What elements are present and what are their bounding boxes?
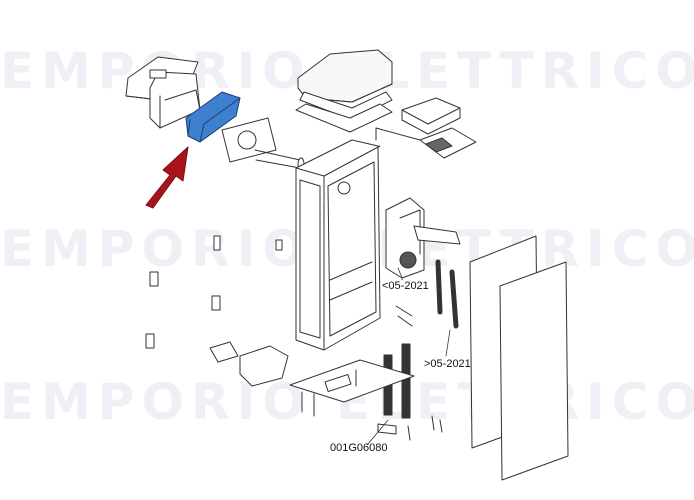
top-cover-part bbox=[295, 49, 393, 133]
end-cap-part bbox=[125, 56, 201, 129]
side-panel-part bbox=[469, 235, 569, 481]
gear-motor-part bbox=[385, 197, 461, 279]
arm-rod-part bbox=[395, 259, 459, 329]
mounting-plate-part bbox=[221, 117, 305, 171]
callout-leaders bbox=[367, 267, 451, 445]
spring-part bbox=[377, 343, 411, 435]
control-board-part bbox=[375, 97, 477, 159]
cabinet-body-part bbox=[295, 139, 381, 351]
callout-before-date: <05-2021 bbox=[382, 280, 429, 292]
base-plate-part bbox=[289, 359, 415, 417]
pointer-arrow-icon bbox=[145, 146, 189, 209]
callout-after-date: >05-2021 bbox=[424, 358, 471, 370]
small-hardware-parts bbox=[145, 235, 443, 441]
highlighted-bracket-part bbox=[185, 91, 241, 143]
callout-part-code: 001G06080 bbox=[330, 442, 388, 454]
